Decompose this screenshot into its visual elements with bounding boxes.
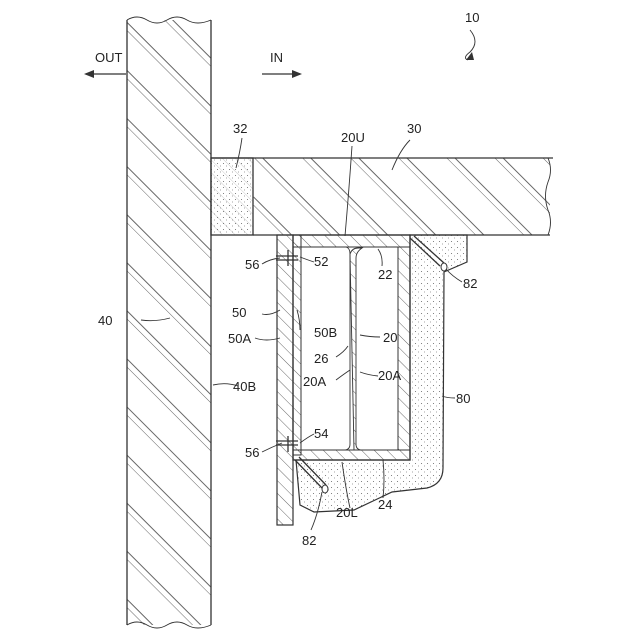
label-box-rib: 22 (378, 267, 392, 282)
right-web (398, 247, 410, 450)
label-fig-number: 10 (465, 10, 479, 25)
label-fastener-a: 56 (245, 257, 259, 272)
label-cover: 80 (456, 391, 470, 406)
upper-flange-hatch (293, 235, 410, 247)
out-arrow (84, 70, 126, 78)
panel-30 (211, 158, 553, 235)
fig-number-arrowhead (466, 52, 474, 60)
label-wall-face: 40B (233, 379, 256, 394)
label-out: OUT (95, 50, 123, 65)
label-member-plate: 50A (228, 331, 251, 346)
label-bracket-end-top: 82 (463, 276, 477, 291)
center-web (350, 248, 362, 450)
label-web-gap: 26 (314, 351, 328, 366)
label-fastener-b: 56 (245, 445, 259, 460)
label-panel-top: 30 (407, 121, 421, 136)
inner-left-cell (300, 247, 350, 450)
lower-flange-hatch (293, 450, 410, 460)
label-wall: 40 (98, 313, 112, 328)
seal-block-32-hatch (211, 158, 253, 235)
label-rivet-lower: 54 (314, 426, 328, 441)
label-web-right: 20A (378, 368, 401, 383)
label-seal-block: 32 (233, 121, 247, 136)
label-in: IN (270, 50, 283, 65)
label-member-web: 50B (314, 325, 337, 340)
label-bracket-end-bottom: 82 (302, 533, 316, 548)
label-rivet-upper: 52 (314, 254, 328, 269)
wall-40 (127, 17, 211, 628)
label-lower-rib: 24 (378, 497, 392, 512)
label-lower-flange: 20L (336, 505, 358, 520)
label-web-left: 20A (303, 374, 326, 389)
in-arrow (262, 70, 302, 78)
label-beam: 20 (383, 330, 397, 345)
label-member: 50 (232, 305, 246, 320)
label-upper-flange: 20U (341, 130, 365, 145)
